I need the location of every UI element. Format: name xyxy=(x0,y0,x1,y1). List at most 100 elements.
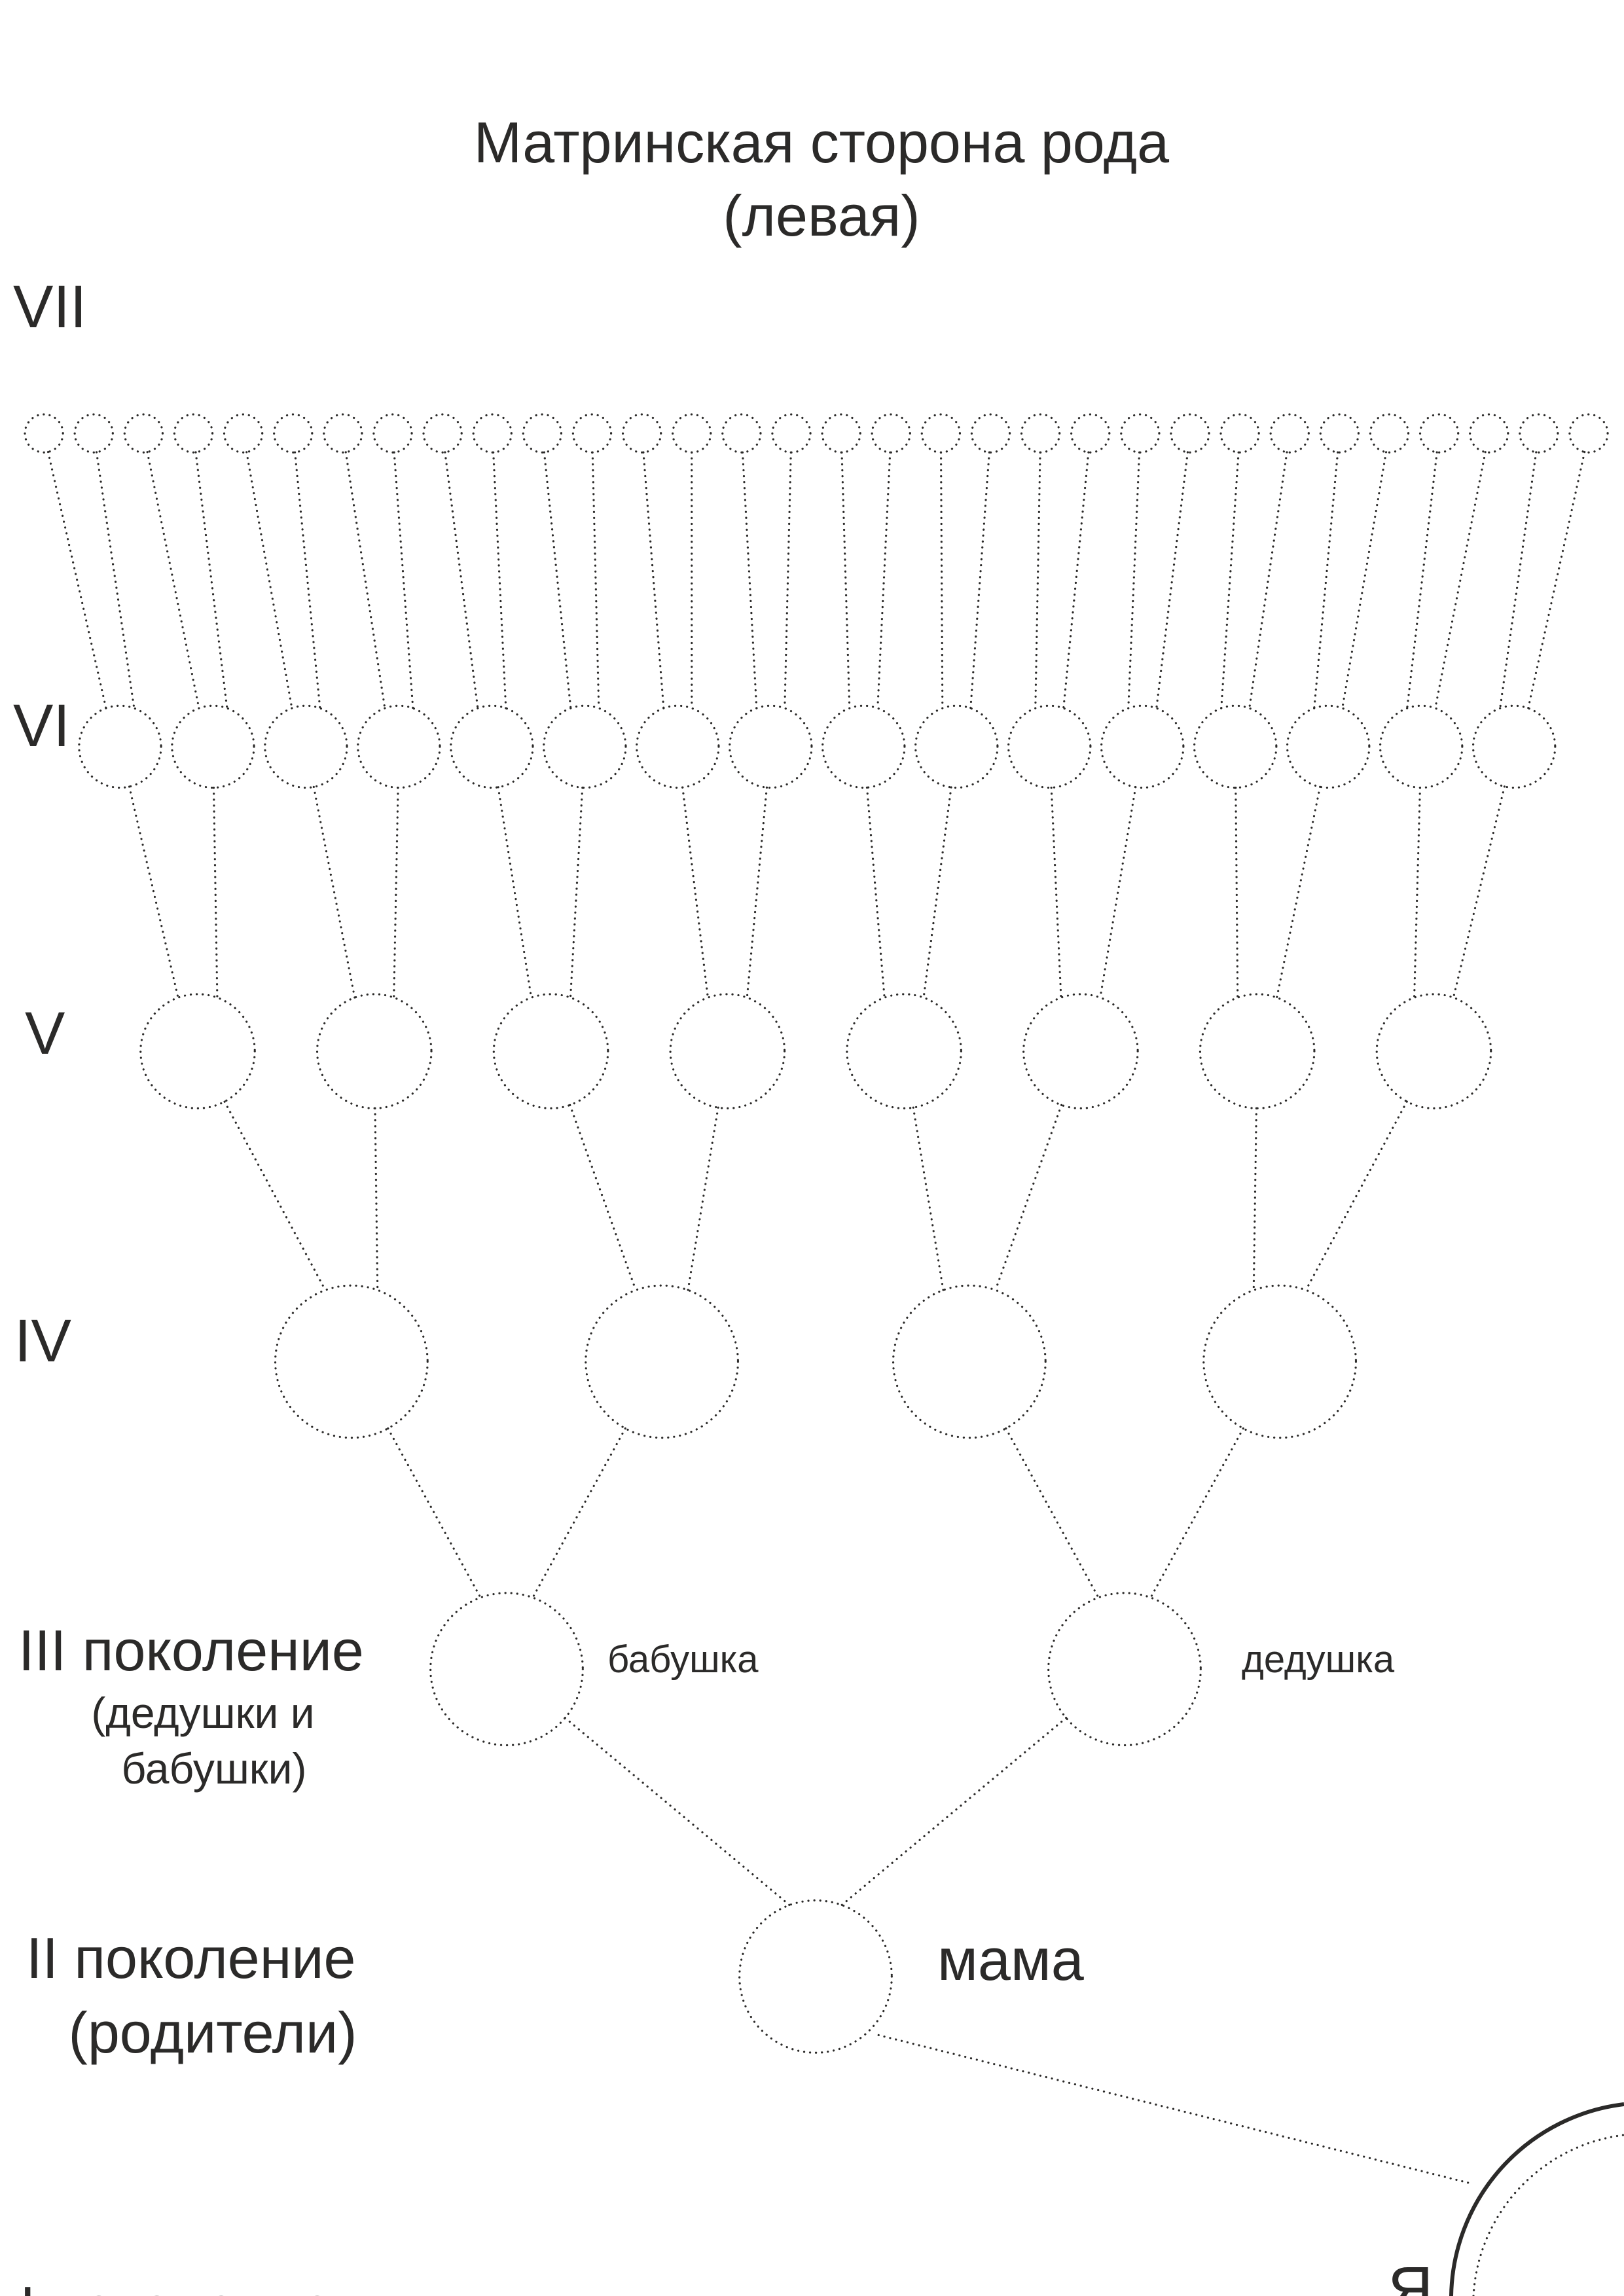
person-circle-gen-vii[interactable] xyxy=(372,413,413,454)
person-circle-gen-v[interactable] xyxy=(316,993,433,1110)
person-circle-gen-iv[interactable] xyxy=(274,1284,429,1439)
person-circle-gen-iii[interactable] xyxy=(1047,1592,1202,1747)
person-circle-gen-vii[interactable] xyxy=(571,413,613,454)
person-circle-gen-vi[interactable] xyxy=(357,704,441,789)
person-circle-gen-v[interactable] xyxy=(1022,993,1139,1110)
generation-label-ii: II поколение xyxy=(26,1926,355,1990)
parent-link xyxy=(245,451,293,709)
person-circle-gen-vii[interactable] xyxy=(522,413,563,454)
person-circle-gen-v[interactable] xyxy=(492,993,609,1110)
person-circle-gen-vii[interactable] xyxy=(1269,413,1310,454)
person-circle-gen-iv[interactable] xyxy=(1202,1284,1358,1439)
parent-link xyxy=(569,786,584,999)
parent-link xyxy=(591,451,600,709)
person-circle-gen-vii[interactable] xyxy=(273,413,314,454)
person-circle-gen-vi[interactable] xyxy=(821,704,906,789)
parent-link xyxy=(1235,786,1239,999)
parent-link xyxy=(212,786,219,999)
person-circle-gen-vii[interactable] xyxy=(472,413,513,454)
person-circle-gen-vii[interactable] xyxy=(422,413,463,454)
parent-link xyxy=(1434,451,1487,709)
person-circle-gen-vii[interactable] xyxy=(771,413,812,454)
person-circle-gen-vi[interactable] xyxy=(264,704,348,789)
parent-link xyxy=(865,786,886,999)
person-circle-gen-vi[interactable] xyxy=(1286,704,1371,789)
person-circle-gen-vii[interactable] xyxy=(323,413,363,454)
generation-label-iii-note-2: бабушки) xyxy=(121,1744,306,1793)
person-circle-gen-vii[interactable] xyxy=(1519,413,1559,454)
parent-link xyxy=(293,451,321,709)
label-mother: мама xyxy=(937,1928,1085,1993)
person-circle-gen-vii[interactable] xyxy=(1319,413,1360,454)
person-circle-gen-vii[interactable] xyxy=(1219,413,1260,454)
parent-link xyxy=(1005,1427,1100,1599)
person-circle-gen-vii[interactable] xyxy=(1020,413,1061,454)
person-circle-gen-vii[interactable] xyxy=(1120,413,1161,454)
parent-link xyxy=(1099,786,1137,999)
person-circle-gen-vi[interactable] xyxy=(543,704,627,789)
generation-label-iii: III поколение xyxy=(18,1618,364,1683)
page-subtitle: (левая) xyxy=(723,183,920,248)
person-circle-gen-vi[interactable] xyxy=(729,704,813,789)
parent-link xyxy=(876,451,892,709)
person-circle-gen-vi[interactable] xyxy=(1193,704,1278,789)
person-circle-gen-vii[interactable] xyxy=(24,413,64,454)
person-circle-gen-iv[interactable] xyxy=(892,1284,1047,1439)
person-circle-gen-vii[interactable] xyxy=(821,413,861,454)
person-circle-gen-vii[interactable] xyxy=(223,413,264,454)
person-circle-gen-vii[interactable] xyxy=(1568,413,1609,454)
person-circle-gen-vii[interactable] xyxy=(970,413,1011,454)
parent-link xyxy=(564,1717,791,1907)
parent-link xyxy=(312,785,356,999)
parent-link xyxy=(1248,451,1288,709)
parent-link xyxy=(444,451,479,709)
tree-nodes xyxy=(24,413,1609,2054)
generation-label-vi: VI xyxy=(13,692,70,759)
person-circle-gen-vii[interactable] xyxy=(173,413,214,454)
person-circle-gen-vi[interactable] xyxy=(1379,704,1464,789)
person-circle-gen-v[interactable] xyxy=(669,993,786,1110)
label-grandmother: бабушка xyxy=(607,1638,759,1681)
parent-link xyxy=(532,1427,626,1599)
person-circle-gen-vii[interactable] xyxy=(123,413,164,454)
person-circle-gen-vii[interactable] xyxy=(621,413,662,454)
person-circle-gen-vii[interactable] xyxy=(871,413,911,454)
person-circle-gen-vi[interactable] xyxy=(636,704,720,789)
parent-link xyxy=(1452,785,1506,999)
parent-link xyxy=(994,1103,1063,1291)
person-circle-gen-v[interactable] xyxy=(139,993,256,1110)
person-circle-gen-vii[interactable] xyxy=(73,413,114,454)
me-circle-inner xyxy=(1472,2134,1624,2296)
person-circle-gen-vii[interactable] xyxy=(1418,413,1460,454)
parent-link xyxy=(374,1107,379,1291)
person-circle-gen-vii[interactable] xyxy=(721,413,762,454)
person-circle-gen-vi[interactable] xyxy=(450,704,534,789)
parent-link xyxy=(642,451,665,709)
person-circle-gen-vi[interactable] xyxy=(171,704,255,789)
person-circle-gen-vii[interactable] xyxy=(672,413,712,454)
person-circle-gen-vii[interactable] xyxy=(1469,413,1509,454)
person-circle-gen-vi[interactable] xyxy=(78,704,162,789)
person-circle-gen-vi[interactable] xyxy=(1100,704,1185,789)
person-circle-gen-vii[interactable] xyxy=(1369,413,1410,454)
parent-link xyxy=(1034,451,1041,709)
person-circle-gen-iii[interactable] xyxy=(429,1592,584,1747)
person-circle-gen-vi[interactable] xyxy=(1471,704,1557,789)
person-circle-gen-iv[interactable] xyxy=(585,1284,740,1439)
parent-link xyxy=(344,451,386,709)
parent-link-me xyxy=(877,2034,1470,2184)
person-circle-gen-v[interactable] xyxy=(1375,993,1492,1110)
person-circle-gen-v[interactable] xyxy=(1199,993,1316,1110)
person-circle-gen-vii[interactable] xyxy=(920,413,962,454)
parent-link xyxy=(1149,1427,1244,1599)
parent-link xyxy=(1499,451,1538,709)
generation-label-iv: IV xyxy=(14,1308,71,1374)
person-circle-gen-vi[interactable] xyxy=(1007,704,1092,789)
person-circle-gen-vi[interactable] xyxy=(914,704,999,789)
person-circle-gen-vii[interactable] xyxy=(1070,413,1111,454)
person-circle-gen-v[interactable] xyxy=(846,993,962,1110)
person-circle-gen-ii[interactable] xyxy=(738,1899,893,2054)
parent-link xyxy=(1341,451,1388,709)
person-circle-gen-vii[interactable] xyxy=(1170,413,1210,454)
